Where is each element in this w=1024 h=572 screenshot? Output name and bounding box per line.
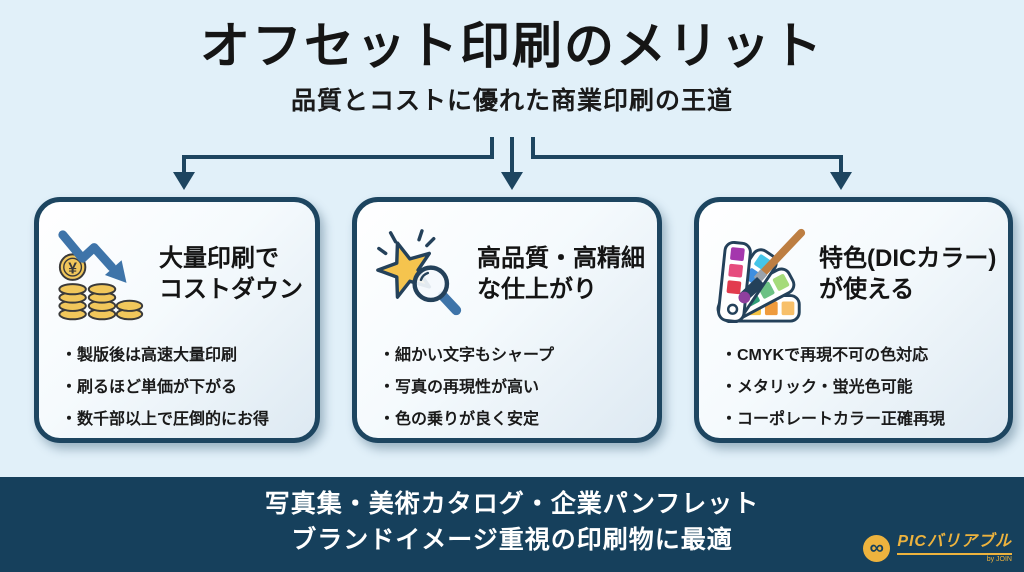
- brand-byline: by JOIN: [986, 556, 1012, 563]
- card-spot-color-header: 特色(DICカラー) が使える: [713, 222, 996, 326]
- branch-line-right: [531, 137, 843, 173]
- svg-text:¥: ¥: [68, 261, 77, 278]
- bullet-item: ・コーポレートカラー正確再現: [721, 411, 946, 428]
- header: オフセット印刷のメリット 品質とコストに優れた商業印刷の王道: [0, 16, 1024, 117]
- bullet-item: ・CMYKで再現不可の色対応: [721, 347, 929, 364]
- card-high-quality-header: 高品質・高精細 な仕上がり: [371, 222, 645, 326]
- star-magnifier-icon: [371, 225, 469, 323]
- branch-line-left: [182, 137, 494, 173]
- card-cost-down-bullets: ・製版後は高速大量印刷 ・刷るほど単価が下がる ・数千部以上で圧倒的にお得: [53, 340, 303, 436]
- footer-banner: 写真集・美術カタログ・企業パンフレット ブランドイメージ重視の印刷物に最適 ∞ …: [0, 477, 1024, 572]
- card-title-cost-down: 大量印刷で コストダウン: [159, 244, 303, 303]
- card-spot-color-bullets: ・CMYKで再現不可の色対応 ・メタリック・蛍光色可能 ・コーポレートカラー正確…: [713, 340, 996, 436]
- card-high-quality-bullets: ・細かい文字もシャープ ・写真の再現性が高い ・色の乗りが良く安定: [371, 340, 645, 436]
- benefit-cards-row: ¥ 大量印刷で コストダウン ・製版後は高速大量印刷 ・刷るほど単価が下がる ・…: [34, 197, 1014, 443]
- bullet-item: ・数千部以上で圧倒的にお得: [61, 411, 270, 428]
- card-spot-color: 特色(DICカラー) が使える ・CMYKで再現不可の色対応 ・メタリック・蛍光…: [694, 197, 1014, 443]
- card-high-quality: 高品質・高精細 な仕上がり ・細かい文字もシャープ ・写真の再現性が高い ・色の…: [352, 197, 662, 443]
- page-title: オフセット印刷のメリット: [200, 18, 824, 74]
- footer-line-1: 写真集・美術カタログ・企業パンフレット: [264, 490, 760, 518]
- card-title-high-quality: 高品質・高精細 な仕上がり: [477, 244, 645, 303]
- declining-arrow-coins-icon: ¥: [53, 225, 151, 323]
- bullet-item: ・細かい文字もシャープ: [379, 347, 555, 364]
- arrowhead-left-icon: [173, 172, 195, 190]
- branch-arrows-diagram: [173, 137, 852, 190]
- card-cost-down: ¥ 大量印刷で コストダウン ・製版後は高速大量印刷 ・刷るほど単価が下がる ・…: [34, 197, 320, 443]
- brand-logo: ∞ PICバリアブル by JOIN: [863, 533, 1012, 563]
- arrowhead-center-icon: [501, 172, 523, 190]
- bullet-item: ・色の乗りが良く安定: [379, 411, 540, 428]
- color-swatch-brush-icon: [713, 225, 811, 323]
- brand-name: PICバリアブル: [897, 533, 1012, 555]
- infinity-logo-icon: ∞: [863, 534, 891, 562]
- card-cost-down-header: ¥ 大量印刷で コストダウン: [53, 222, 303, 326]
- bullet-item: ・製版後は高速大量印刷: [61, 347, 238, 364]
- page-subtitle: 品質とコストに優れた商業印刷の王道: [290, 87, 733, 115]
- card-title-spot-color: 特色(DICカラー) が使える: [819, 244, 997, 303]
- footer-line-2: ブランドイメージ重視の印刷物に最適: [291, 526, 733, 554]
- arrowhead-right-icon: [830, 172, 852, 190]
- bullet-item: ・メタリック・蛍光色可能: [721, 379, 913, 396]
- bullet-item: ・写真の再現性が高い: [379, 379, 540, 396]
- bullet-item: ・刷るほど単価が下がる: [61, 379, 238, 396]
- brand-wordmark: PICバリアブル by JOIN: [897, 533, 1012, 563]
